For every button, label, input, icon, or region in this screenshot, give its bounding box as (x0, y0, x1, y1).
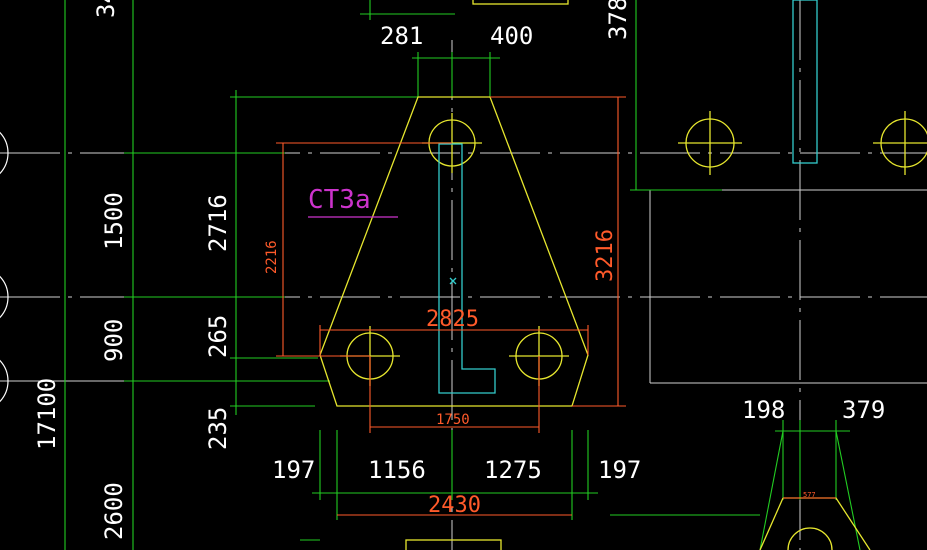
axis-bubble-2 (0, 275, 9, 319)
footing-bottom-box (405, 539, 502, 550)
dim-left-900: 900 (100, 319, 128, 362)
dim-height-3216: 3216 (593, 229, 618, 282)
axis-bubbles (0, 131, 9, 403)
column-center-mark-2 (449, 277, 457, 285)
dim-top-left: 281 (380, 22, 423, 50)
column-l-shape (438, 143, 496, 394)
dim-left-17100: 17100 (33, 378, 61, 450)
extension-lines (64, 0, 861, 550)
dim-inner-2216: 2216 (264, 240, 280, 274)
dim-top-edge-cut: 34 (92, 0, 120, 18)
dim-side-265: 265 (204, 315, 232, 358)
orange-dimensions (276, 96, 836, 516)
footing-bottom-right-l (759, 497, 784, 550)
dim-right-198: 198 (742, 396, 785, 424)
column-top-right (792, 0, 818, 164)
dim-top-edge-right: 378 (604, 0, 632, 40)
axis-bubble-1 (0, 131, 9, 175)
dim-pile-spacing-1750: 1750 (436, 412, 470, 428)
footing-top-box (472, 0, 569, 5)
dim-top-right: 400 (490, 22, 533, 50)
dim-side-235: 235 (204, 407, 232, 450)
dim-right-small: 577 (803, 491, 816, 499)
footing-bottom-right (783, 497, 871, 550)
dim-height-2716: 2716 (204, 194, 232, 252)
dim-left-1500: 1500 (100, 192, 128, 250)
footing-label: CT3a (308, 185, 371, 215)
ext-right2-d2 (835, 430, 861, 550)
dim-right-379: 379 (842, 396, 885, 424)
pile-bottom-right-icon (787, 527, 833, 550)
dim-bottom-1275: 1275 (484, 456, 542, 484)
dim-width-2825: 2825 (426, 307, 479, 332)
axis-bubble-3 (0, 359, 9, 403)
dim-bottom-1156: 1156 (368, 456, 426, 484)
ext-right2-d1 (759, 430, 784, 550)
dim-bottom-2430: 2430 (428, 493, 481, 518)
dim-left-2600: 2600 (100, 482, 128, 540)
dim-bottom-197-left: 197 (272, 456, 315, 484)
dim-bottom-197-right: 197 (598, 456, 641, 484)
column-outline (438, 0, 818, 394)
